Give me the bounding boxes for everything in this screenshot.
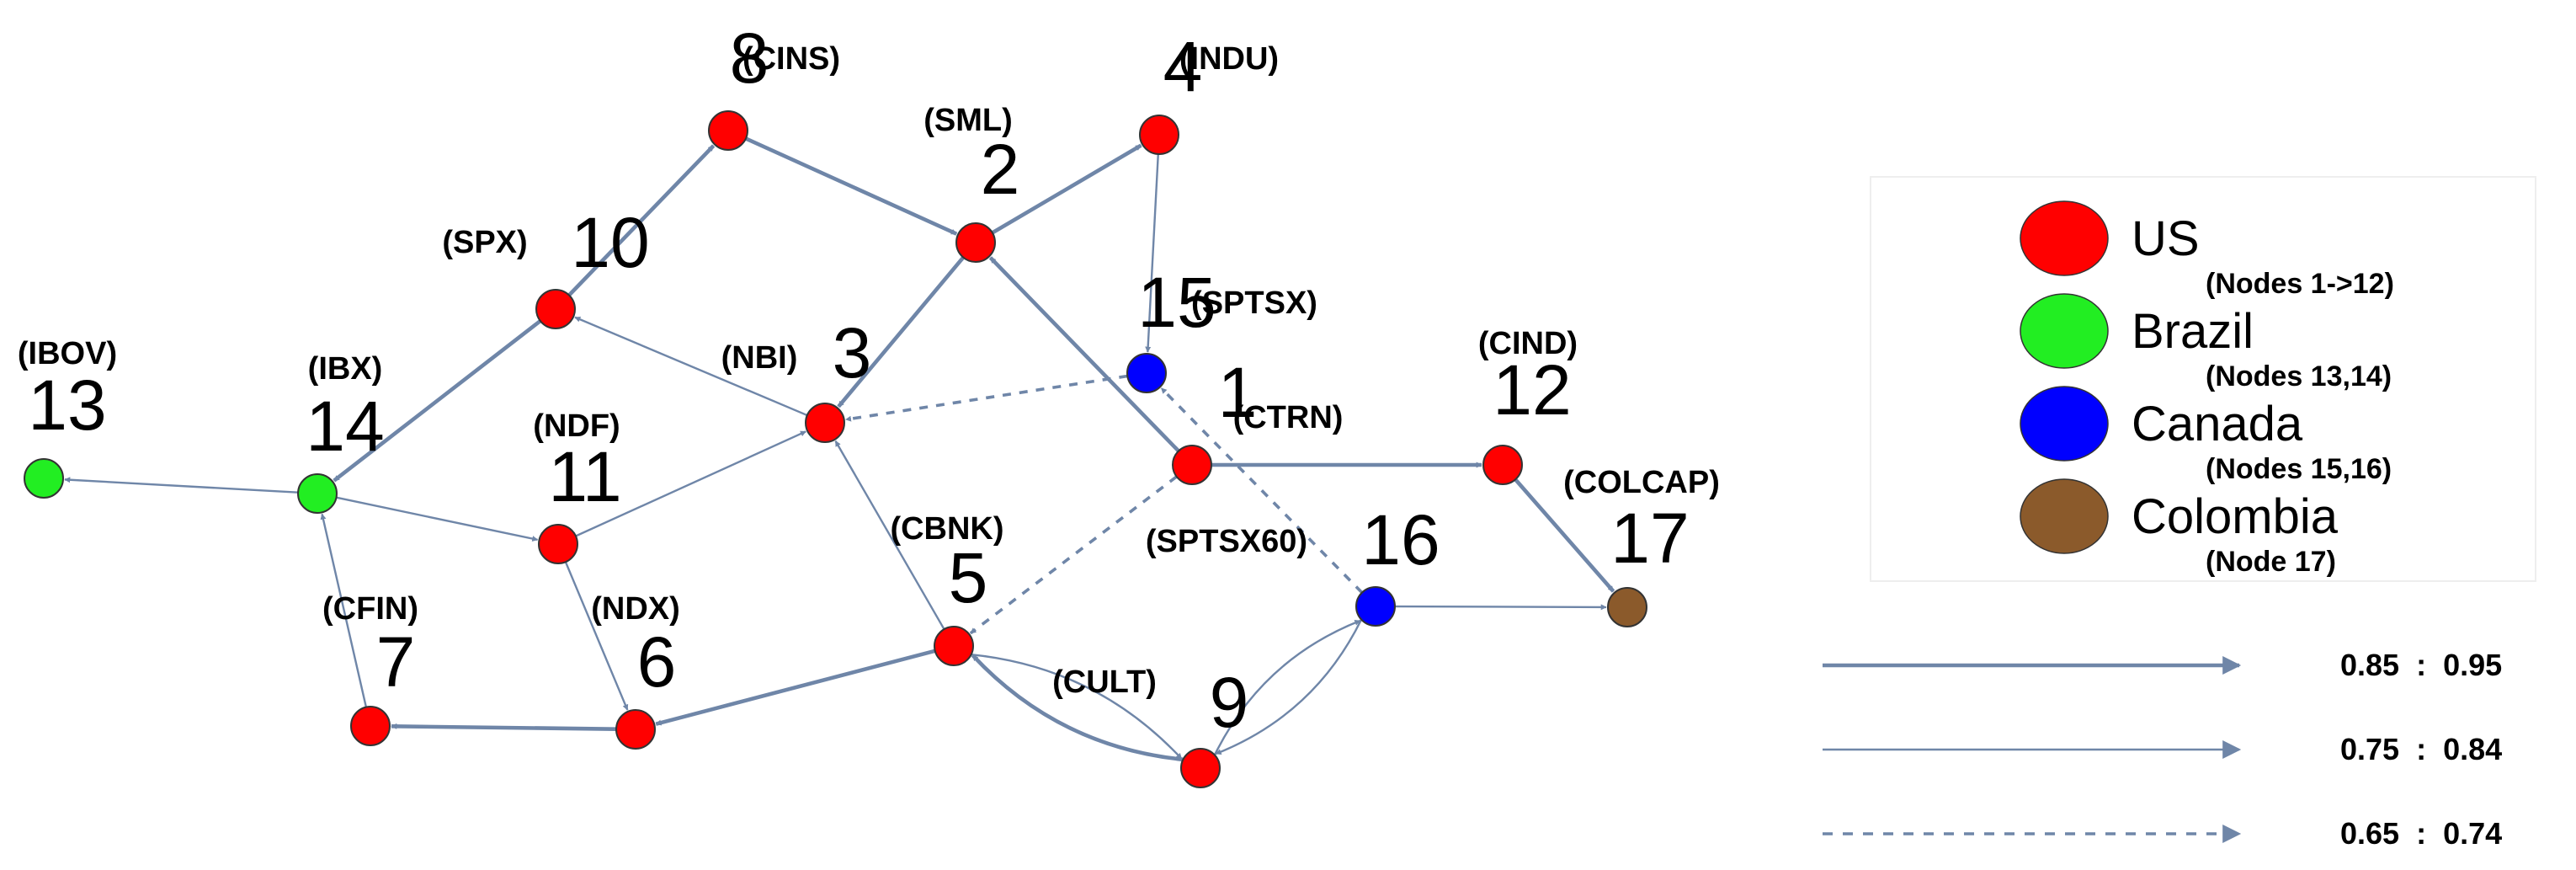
edge-12-to-17 <box>1514 478 1615 593</box>
edge-14-to-11 <box>336 496 539 542</box>
edge-2-to-4 <box>991 143 1142 235</box>
legend-country-nodes: (Nodes 13,14) <box>2206 360 2392 392</box>
edge-5-to-3 <box>834 440 945 630</box>
legend-country-name: Canada <box>2132 397 2303 451</box>
node-ticker-17: (COLCAP) <box>1563 465 1720 500</box>
node-5 <box>934 626 974 666</box>
edge-6-to-7 <box>391 723 617 732</box>
legend-country-nodes: (Nodes 15,16) <box>2206 453 2392 485</box>
edge-15-to-3 <box>845 374 1128 422</box>
edge-3-to-10 <box>574 316 808 417</box>
node-number-4: 4 <box>1163 27 1203 106</box>
node-ticker-7: (CFIN) <box>322 591 418 627</box>
node-ticker-16: (SPTSX60) <box>1146 524 1307 559</box>
edge-10-to-8 <box>567 144 716 297</box>
legend-weights: 0.85 : 0.95 0.75 : 0.84 0.65 : 0.74 <box>1823 648 2502 851</box>
edge-5-to-9 <box>971 654 1183 760</box>
edge-9-to-16 <box>1213 619 1361 755</box>
edge-2-to-3 <box>837 256 966 408</box>
node-ticker-1: (CTRN) <box>1233 400 1344 435</box>
node-3 <box>805 403 845 443</box>
legend-swatch-colombia <box>2020 478 2109 554</box>
node-number-13: 13 <box>28 366 106 445</box>
node-ticker-14: (IBX) <box>308 351 383 387</box>
node-number-17: 17 <box>1610 499 1689 578</box>
node-ticker-12: (CIND) <box>1478 326 1578 361</box>
edge-5-to-6 <box>655 648 936 726</box>
legend-country-name: US <box>2132 211 2200 266</box>
node-2 <box>955 222 996 263</box>
node-number-2: 2 <box>981 130 1020 209</box>
node-1 <box>1172 445 1212 485</box>
node-ticker-2: (SML) <box>923 103 1013 138</box>
node-ticker-6: (NDX) <box>591 591 680 627</box>
legend-box <box>1870 176 2536 582</box>
legend-country-nodes: (Node 17) <box>2206 546 2336 578</box>
node-number-7: 7 <box>376 622 416 702</box>
edge-14-to-13 <box>64 477 299 494</box>
node-number-12: 12 <box>1493 350 1571 430</box>
legend-country-name: Brazil <box>2132 304 2254 359</box>
node-number-5: 5 <box>949 538 988 617</box>
node-ticker-11: (NDF) <box>533 408 620 444</box>
legend-country-nodes: (Nodes 1->12) <box>2206 268 2394 300</box>
legend-swatch-brazil <box>2020 293 2109 369</box>
node-number-11: 11 <box>548 437 621 516</box>
node-ticker-4: (INDU) <box>1179 41 1279 77</box>
node-15 <box>1126 353 1167 393</box>
node-ticker-5: (CBNK) <box>890 511 1003 547</box>
legend: US(Nodes 1->12) Brazil(Nodes 13,14) Canada… <box>1823 176 2536 851</box>
node-number-1: 1 <box>1218 353 1258 432</box>
node-11 <box>538 524 578 564</box>
edge-16-to-9 <box>1215 619 1363 755</box>
node-ticker-3: (NBI) <box>721 340 798 376</box>
node-13 <box>24 458 64 499</box>
node-7 <box>350 706 391 746</box>
legend-swatch-canada <box>2020 386 2109 462</box>
node-labels: 1(CTRN) 2(SML) 3 (NBI) 4(INDU) 5(CBNK) 6(NDX) 7… <box>18 19 1720 742</box>
edge-4-to-15 <box>1145 153 1159 353</box>
node-number-9: 9 <box>1210 663 1249 742</box>
node-9 <box>1180 748 1221 788</box>
edge-11-to-6 <box>564 561 629 711</box>
node-4 <box>1139 115 1179 155</box>
node-17 <box>1607 587 1647 627</box>
edge-1-to-2 <box>988 256 1180 453</box>
legend-country-name: Colombia <box>2132 489 2339 544</box>
node-number-15: 15 <box>1137 263 1216 342</box>
node-16 <box>1355 586 1396 627</box>
node-ticker-15: (SPTSX) <box>1191 286 1317 321</box>
legend-weight-range: 0.75 : 0.84 <box>2340 732 2502 766</box>
node-14 <box>297 473 338 514</box>
nodes <box>24 110 1647 788</box>
legend-countries: US(Nodes 1->12) Brazil(Nodes 13,14) Canada… <box>2020 200 2394 578</box>
node-ticker-13: (IBOV) <box>18 336 117 371</box>
node-number-16: 16 <box>1361 500 1440 579</box>
legend-swatch-us <box>2020 200 2109 276</box>
edge-10-to-14 <box>333 319 542 483</box>
node-6 <box>615 709 656 750</box>
legend-weight-range: 0.85 : 0.95 <box>2340 648 2502 682</box>
edge-16-to-15 <box>1160 387 1364 594</box>
node-12 <box>1482 445 1523 485</box>
edge-9-to-5 <box>971 654 1184 762</box>
edge-16-to-17 <box>1394 604 1607 611</box>
node-ticker-8: (CINS) <box>742 41 840 77</box>
node-10 <box>535 289 576 329</box>
node-8 <box>708 110 748 151</box>
node-number-3: 3 <box>833 313 872 392</box>
edge-11-to-3 <box>575 430 806 537</box>
node-number-8: 8 <box>730 19 769 98</box>
node-number-6: 6 <box>637 622 677 702</box>
node-number-14: 14 <box>306 387 384 466</box>
edge-8-to-2 <box>745 136 958 236</box>
node-ticker-10: (SPX) <box>442 225 527 260</box>
legend-weight-range: 0.65 : 0.74 <box>2340 816 2502 851</box>
node-ticker-9: (CULT) <box>1052 665 1157 700</box>
node-number-10: 10 <box>571 203 649 282</box>
edge-7-to-14 <box>320 513 368 707</box>
edges <box>64 136 1615 762</box>
